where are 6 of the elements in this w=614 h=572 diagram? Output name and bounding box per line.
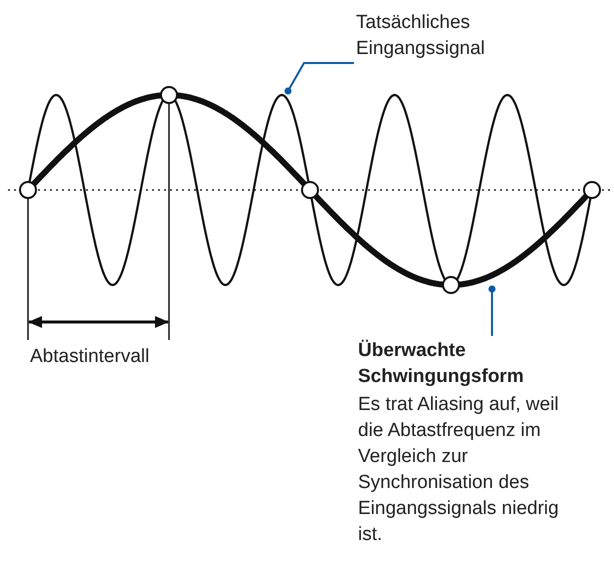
leader-line (284, 62, 354, 94)
callout-label: Tatsächliches Eingangssignal (356, 11, 486, 61)
leader-line (488, 286, 496, 336)
callout-heading: Überwachte Schwingungsform (358, 338, 525, 389)
callout-text: Es trat Aliasing auf, weil die Abtastfrequenz im Vergleich zur Synchronisation des Eingangssignals niedrig ist. (358, 393, 560, 547)
dimension-label: Abtastintervall (30, 345, 150, 369)
